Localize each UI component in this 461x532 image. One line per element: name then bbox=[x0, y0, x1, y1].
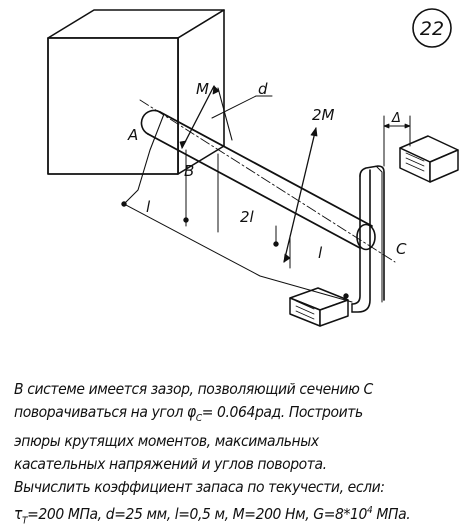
label-l-left: l bbox=[146, 198, 151, 216]
label-delta: Δ bbox=[391, 111, 401, 126]
lever bbox=[351, 165, 385, 313]
problem-number: 22 bbox=[420, 18, 444, 40]
label-d: d bbox=[258, 80, 268, 98]
torque-M bbox=[179, 85, 233, 149]
problem-line-1: В системе имеется зазор, позволяющий сеч… bbox=[14, 380, 373, 398]
label-A: A bbox=[127, 126, 138, 144]
length-dimensions bbox=[121, 149, 353, 303]
problem-line-6: τT=200 МПа, d=25 мм, l=0,5 м, M=200 Нм, … bbox=[14, 505, 411, 527]
lower-stop bbox=[289, 287, 349, 327]
upper-stop bbox=[399, 135, 459, 183]
label-2M: 2M bbox=[312, 106, 335, 124]
diagram: 22 A B C d M 2M l 2l l Δ bbox=[47, 8, 459, 327]
shaft bbox=[139, 99, 396, 263]
label-B: B bbox=[184, 162, 194, 180]
problem-line-5: Вычислить коэффициент запаса по текучест… bbox=[14, 478, 385, 497]
badge-circle bbox=[412, 8, 452, 48]
diameter-leader bbox=[211, 95, 273, 119]
label-2l: 2l bbox=[240, 208, 255, 226]
problem-statement: В системе имеется зазор, позволяющий сеч… bbox=[14, 378, 454, 532]
torque-2M bbox=[283, 127, 318, 263]
gap-dimension bbox=[383, 115, 411, 167]
problem-line-4: касательных напряжений и углов поворота. bbox=[14, 455, 327, 474]
section-A-marker bbox=[123, 113, 165, 205]
label-M: M bbox=[196, 80, 209, 98]
label-l-right: l bbox=[318, 244, 323, 262]
label-C: C bbox=[396, 240, 407, 258]
problem-line-2: поворачиваться на угол φC= 0.064рад. Пос… bbox=[14, 403, 363, 425]
problem-line-3: эпюры крутящих моментов, максимальных bbox=[14, 432, 319, 451]
